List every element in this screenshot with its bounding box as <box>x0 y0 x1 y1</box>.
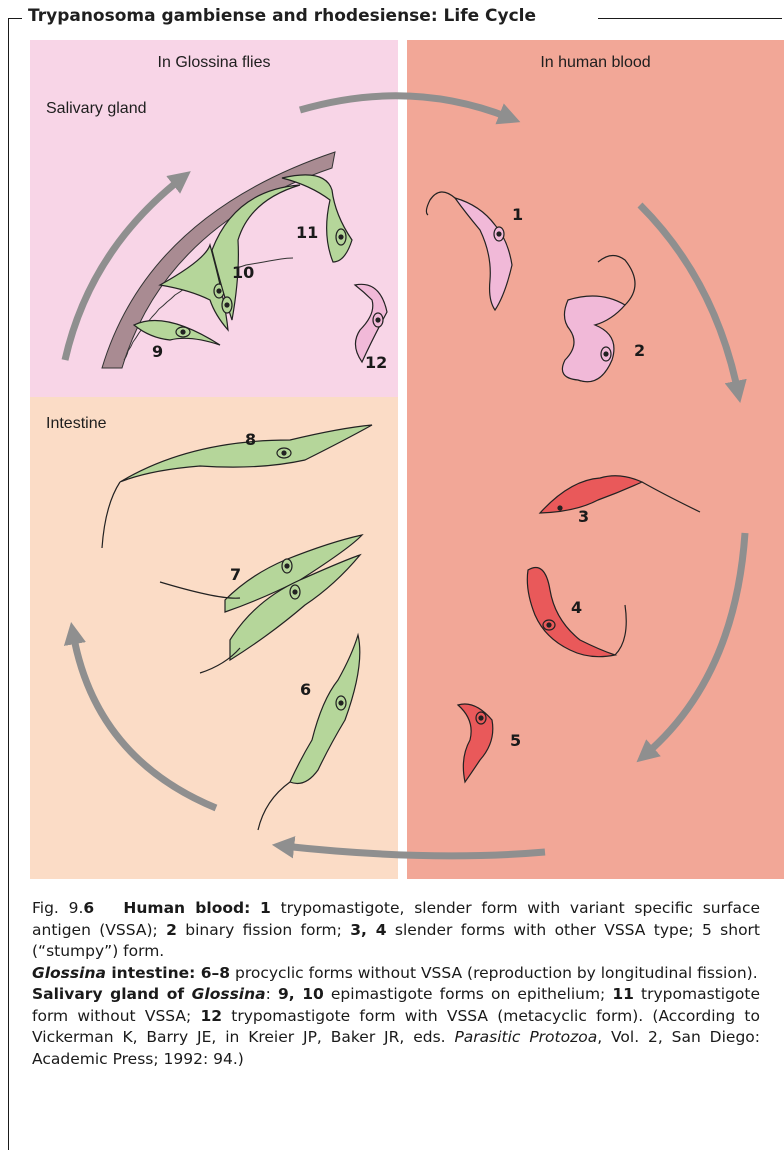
stage-number-12: 12 <box>365 353 387 372</box>
form-3-body <box>540 476 642 513</box>
caption-paragraph-intestine: Glossina intestine: 6–8 procyclic forms … <box>32 963 760 985</box>
stage-number-9: 9 <box>152 342 163 361</box>
stage-number-10: 10 <box>232 263 254 282</box>
caption-paragraph-blood: Fig. 9.6 Human blood: 1 trypomastigote, … <box>32 898 760 963</box>
caption-paragraph-salivary: Salivary gland of Glossina: 9, 10 epimas… <box>32 984 760 1070</box>
stage-number-5: 5 <box>510 731 521 750</box>
arrow-intestine-up <box>73 633 216 808</box>
stage-number-2: 2 <box>634 341 645 360</box>
arrow-blood-right-lower <box>645 533 745 755</box>
stage-number-3: 3 <box>578 507 589 526</box>
stage-number-1: 1 <box>512 205 523 224</box>
stage-number-8: 8 <box>245 430 256 449</box>
arrow-bottom-return <box>283 846 545 856</box>
arrow-salivary-to-blood <box>300 96 510 118</box>
arrow-blood-right-upper <box>640 205 738 392</box>
stage-number-6: 6 <box>300 680 311 699</box>
life-cycle-diagram: 1 2 3 4 5 6 7 8 9 10 11 12 <box>0 0 784 880</box>
form-5-body <box>458 704 493 782</box>
form-1-body <box>455 198 512 310</box>
stage-number-7: 7 <box>230 565 241 584</box>
figure-caption: Fig. 9.6 Human blood: 1 trypomastigote, … <box>32 898 760 1070</box>
form-6-body <box>290 635 360 784</box>
stage-number-11: 11 <box>296 223 318 242</box>
stage-number-4: 4 <box>571 598 582 617</box>
form-2-body <box>562 296 625 382</box>
